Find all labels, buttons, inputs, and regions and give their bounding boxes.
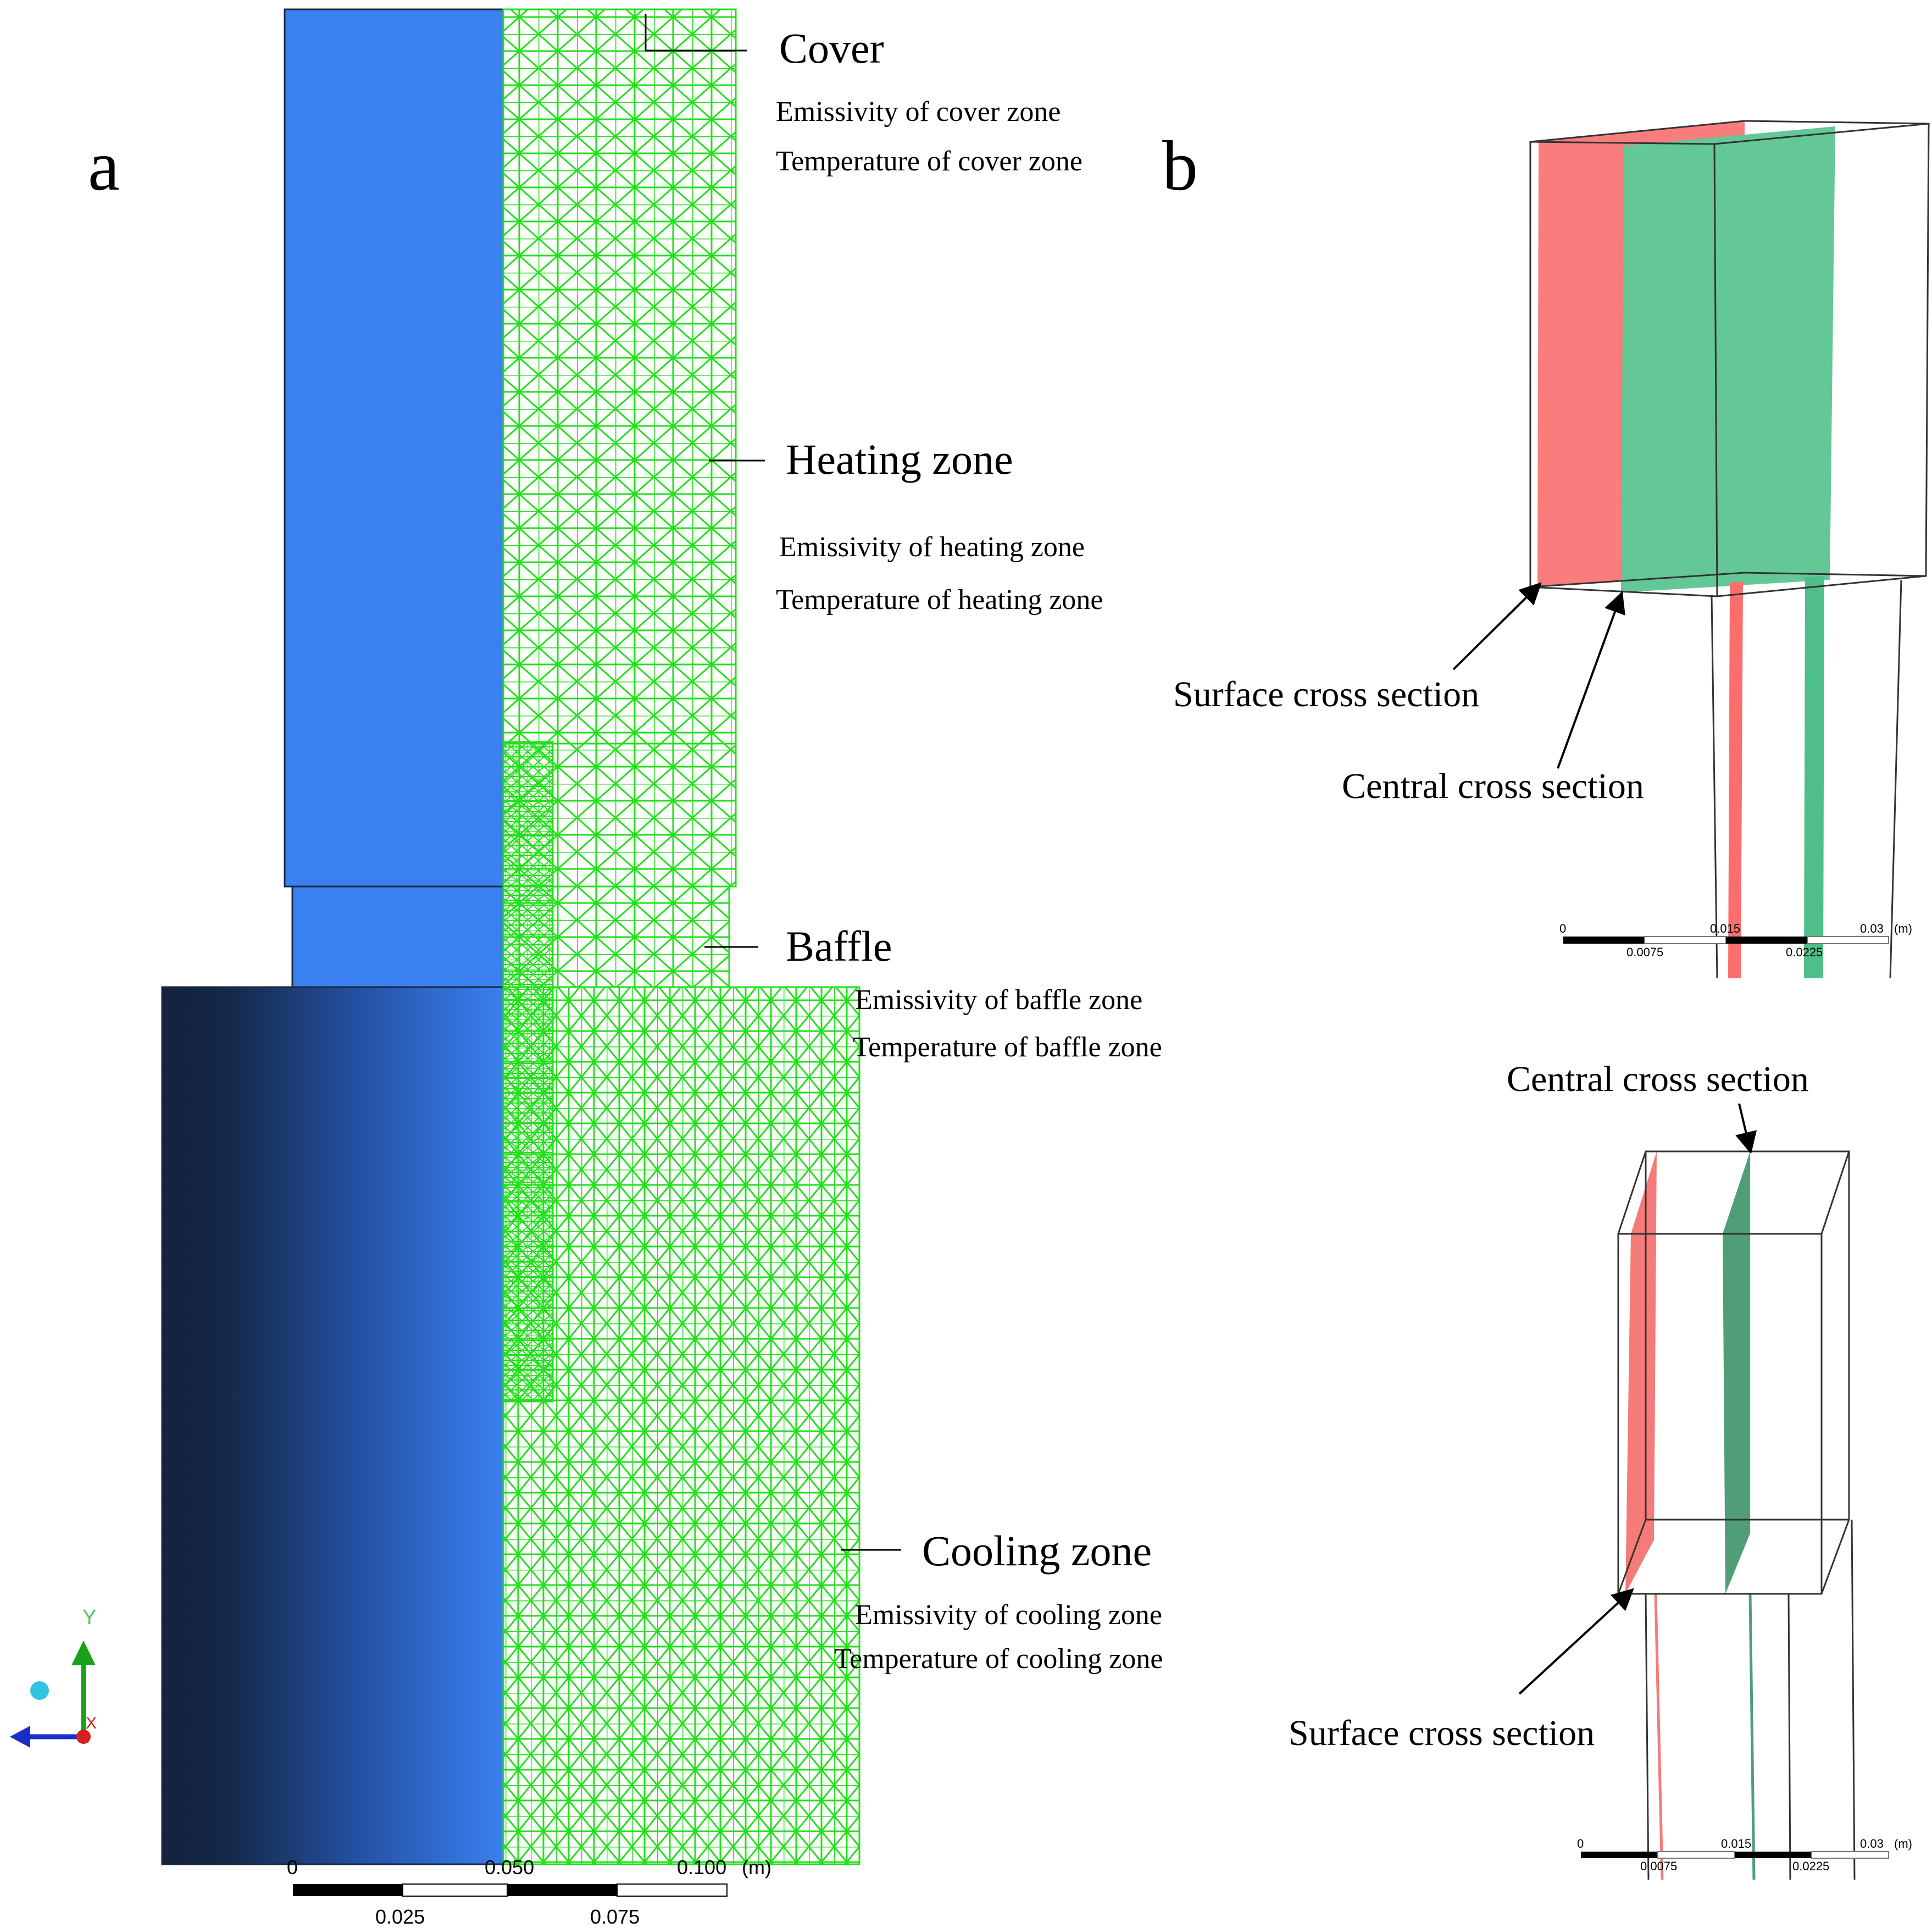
solid-body — [161, 8, 504, 1865]
triad-y-arrowhead — [71, 1641, 96, 1665]
baffle-emissivity: Emissivity of baffle zone — [855, 984, 1142, 1016]
top-central-arrow — [1557, 591, 1625, 769]
scale-bb-seg-4 — [1811, 1851, 1889, 1859]
scale-a-sub-0: 0.025 — [375, 1905, 425, 1928]
triad-x-arrowhead — [10, 1726, 30, 1748]
scale-bar-b-bottom: 0 0.015 0.03 (m) 0.0075 0.0225 — [1577, 1837, 1912, 1873]
cover-mesh — [502, 8, 737, 745]
scale-bb-seg-1 — [1581, 1852, 1658, 1858]
view-bottom: Central cross section Surface cross sect… — [1289, 1059, 1912, 1880]
top-surface-label: Surface cross section — [1173, 674, 1479, 714]
scale-a-seg-4 — [617, 1883, 728, 1897]
cooling-emissivity: Emissivity of cooling zone — [855, 1599, 1162, 1631]
heating-emissivity: Emissivity of heating zone — [779, 531, 1085, 563]
triad-x-label: X — [86, 1714, 97, 1732]
scale-bb-tick-2: 0.03 — [1860, 1837, 1884, 1851]
scale-a-seg-3 — [507, 1884, 617, 1896]
neck-section — [291, 885, 504, 988]
scale-bt-tick-0: 0 — [1559, 922, 1566, 935]
panel-b-letter: b — [1162, 126, 1198, 206]
triad-origin — [76, 1730, 91, 1744]
scale-bt-sub-0: 0.0075 — [1626, 945, 1663, 959]
scale-bb-tick-0: 0 — [1577, 1837, 1584, 1851]
axis-triad: Y X — [10, 1606, 97, 1748]
scale-bb-sub-1: 0.0225 — [1792, 1859, 1829, 1873]
scale-a-sub-1: 0.075 — [590, 1905, 640, 1928]
bottom-surface-arrow — [1518, 1588, 1634, 1695]
zone-annotations: Cover Emissivity of cover zone Temperatu… — [645, 14, 1163, 1675]
upper-cylinder — [284, 8, 504, 888]
top-central-label: Central cross section — [1342, 766, 1644, 806]
scale-bb-sub-0: 0.0075 — [1640, 1859, 1677, 1873]
scale-bt-unit: (m) — [1894, 922, 1912, 935]
scale-bb-tick-1: 0.015 — [1721, 1837, 1751, 1851]
scale-bt-sub-1: 0.0225 — [1786, 945, 1823, 959]
cooling-title: Cooling zone — [922, 1527, 1152, 1575]
baffle-fine-mesh — [502, 741, 554, 1403]
heating-title: Heating zone — [786, 435, 1013, 483]
cover-leader — [645, 14, 747, 52]
scale-a-tick-1: 0.050 — [485, 1856, 534, 1879]
scale-bt-seg-4 — [1807, 936, 1889, 944]
cover-title: Cover — [779, 24, 884, 72]
top-central-plane — [1621, 126, 1835, 592]
panel-a: a Cover Emissivity of cover zone Tempera… — [10, 8, 1163, 1928]
top-wireframe — [1529, 120, 1930, 979]
top-surface-stem — [1728, 581, 1743, 978]
top-surface-arrow — [1452, 582, 1542, 671]
panel-b: b Surface cross section Central cross se… — [1162, 120, 1930, 1880]
baffle-temperature: Temperature of baffle zone — [853, 1032, 1162, 1063]
triad-y-label: Y — [82, 1606, 96, 1629]
bottom-surface-label: Surface cross section — [1289, 1713, 1595, 1753]
scale-bar-a: 0 0.050 0.100 (m) 0.025 0.075 — [287, 1856, 771, 1928]
cover-temperature: Temperature of cover zone — [776, 146, 1082, 177]
bottom-surface-stem — [1654, 1593, 1664, 1880]
mesh-region — [502, 8, 860, 1865]
cooling-temperature: Temperature of cooling zone — [834, 1643, 1163, 1675]
triad-z-ball — [30, 1681, 49, 1700]
cover-emissivity: Emissivity of cover zone — [776, 96, 1061, 128]
bottom-central-label: Central cross section — [1507, 1059, 1809, 1099]
bottom-surface-plane — [1625, 1151, 1657, 1594]
baffle-title: Baffle — [786, 922, 892, 970]
bottom-central-arrow — [1735, 1103, 1757, 1154]
top-central-stem — [1804, 576, 1824, 978]
bottom-central-stem — [1748, 1593, 1756, 1880]
scale-a-seg-1 — [293, 1884, 403, 1896]
scale-a-seg-2 — [402, 1883, 508, 1897]
scale-bar-b-top: 0 0.015 0.03 (m) 0.0075 0.0225 — [1559, 922, 1912, 959]
scale-bt-tick-1: 0.015 — [1710, 922, 1740, 935]
panel-a-letter: a — [88, 126, 120, 206]
scale-bb-unit: (m) — [1894, 1837, 1912, 1851]
bottom-central-plane — [1723, 1151, 1750, 1594]
scale-a-tick-0: 0 — [287, 1856, 298, 1879]
scale-a-unit: (m) — [742, 1856, 771, 1879]
scale-bt-tick-2: 0.03 — [1860, 922, 1884, 935]
scale-bt-seg-1 — [1563, 937, 1645, 944]
scale-bb-seg-2 — [1657, 1851, 1735, 1859]
scale-bt-seg-2 — [1644, 936, 1726, 944]
scale-bb-seg-3 — [1735, 1852, 1812, 1858]
heating-temperature: Temperature of heating zone — [776, 584, 1103, 616]
lower-cylinder — [161, 986, 504, 1865]
view-top: Surface cross section Central cross sect… — [1173, 120, 1930, 979]
scale-bt-seg-3 — [1726, 937, 1807, 944]
scale-a-tick-2: 0.100 — [677, 1856, 726, 1879]
cooling-mesh — [502, 986, 860, 1865]
